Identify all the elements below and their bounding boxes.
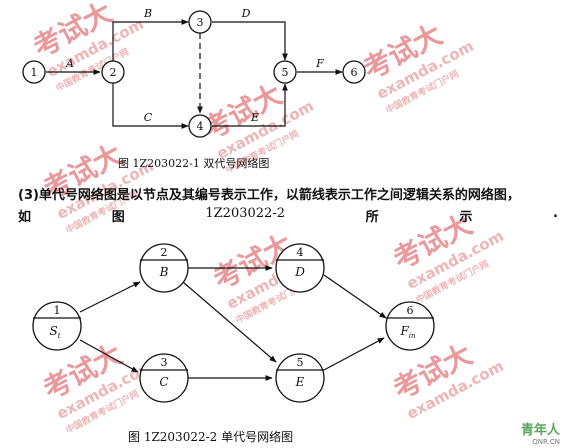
activity-label-B: B: [143, 7, 152, 20]
node-label-C: C: [159, 375, 168, 389]
paragraph-line-2: 如 图 1Z203022-2 所 示 .: [18, 206, 558, 225]
node-number: 2: [161, 246, 168, 259]
node-label-E: E: [295, 375, 305, 389]
svg-text:4: 4: [197, 120, 204, 133]
activity-node-S: [32, 301, 82, 351]
event-node-5: [273, 60, 297, 84]
activity-node-C: [139, 353, 189, 403]
svg-text:3: 3: [197, 16, 204, 29]
svg-text:2: 2: [110, 66, 117, 79]
figure-caption-1: 图 1Z203022-1 双代号网络图: [118, 157, 270, 170]
arrow-S-B: [79, 281, 141, 313]
event-node-1: [22, 60, 46, 84]
event-node-2: [101, 60, 125, 84]
node-number: 6: [407, 304, 414, 317]
activity-node-F: [385, 301, 435, 351]
arrow-D-F: [323, 274, 387, 319]
activity-label-D: D: [241, 7, 251, 20]
activity-label-E: E: [250, 111, 259, 124]
arrow-C: [112, 83, 189, 129]
svg-text:6: 6: [351, 66, 358, 79]
svg-text:1: 1: [31, 66, 38, 79]
node-label-F: Fin: [399, 324, 416, 340]
site-logo: 青年人 QNR.CN: [520, 423, 560, 446]
node-number: 4: [297, 246, 304, 259]
svg-text:5: 5: [282, 66, 289, 79]
node-label-S: St: [49, 324, 60, 340]
event-node-4: [188, 114, 212, 138]
node-label-B: B: [159, 265, 169, 279]
activity-node-E: [275, 353, 325, 403]
event-node-6: [342, 60, 366, 84]
arrow-E-F: [323, 337, 385, 371]
arrow-B: [112, 19, 189, 61]
arrow-B-E: [182, 281, 277, 363]
activity-label-A: A: [65, 57, 74, 70]
figure-caption-2: 图 1Z203022-2 单代号网络图: [128, 430, 294, 444]
arrow-E: [212, 83, 288, 127]
paragraph-line-1: (3)单代号网络图是以节点及其编号表示工作，以箭线表示工作之间逻辑关系的网络图，: [18, 188, 520, 203]
arrow-D: [212, 21, 288, 61]
node-number: 3: [161, 356, 168, 369]
activity-node-B: [139, 243, 189, 293]
node-label-D: D: [294, 265, 305, 279]
activity-label-C: C: [144, 111, 153, 124]
arrow-S-C: [79, 339, 139, 373]
event-node-3: [188, 10, 212, 34]
node-number: 5: [297, 356, 304, 369]
node-number: 1: [54, 304, 61, 317]
activity-node-D: [275, 243, 325, 293]
activity-label-F: F: [315, 57, 324, 70]
